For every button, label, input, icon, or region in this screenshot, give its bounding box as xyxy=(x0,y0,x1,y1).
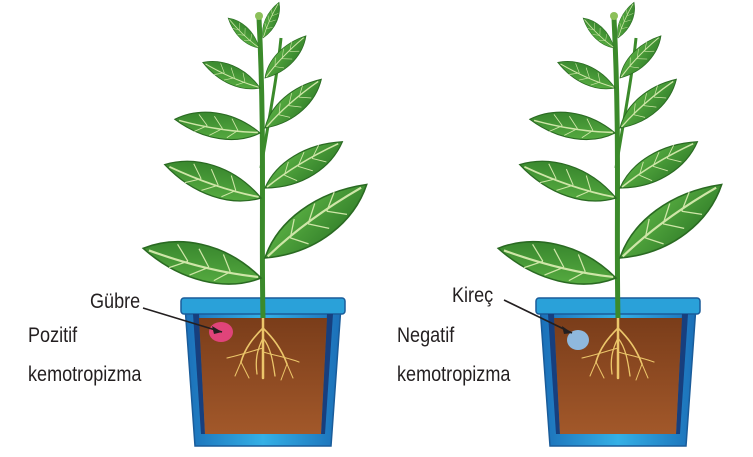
plant-right xyxy=(494,0,734,446)
label-kemotropizma-right: kemotropizma xyxy=(397,362,510,387)
label-gubre: Gübre xyxy=(90,289,140,314)
plant-left xyxy=(139,0,379,446)
label-pozitif: Pozitif xyxy=(28,323,77,348)
label-kirec: Kireç xyxy=(452,283,493,308)
label-kemotropizma-left: kemotropizma xyxy=(28,362,141,387)
label-negatif: Negatif xyxy=(397,323,454,348)
